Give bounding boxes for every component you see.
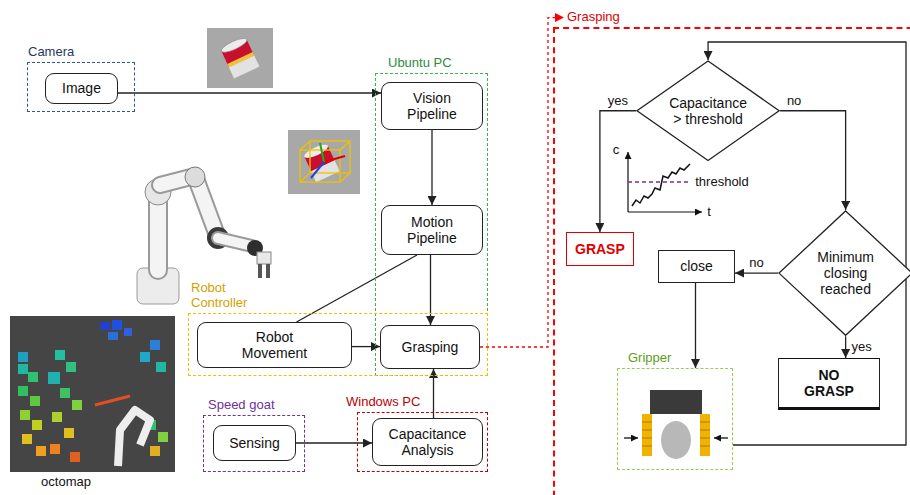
camera-frame: CameraImage bbox=[27, 62, 135, 112]
group-label: Robot Controller bbox=[191, 281, 257, 311]
sensor-frame: Speed goatSensing bbox=[203, 415, 305, 472]
node-text: Capacitance > threshold bbox=[666, 95, 750, 127]
text-holder: GRASP bbox=[575, 241, 625, 257]
group-label: Grasping bbox=[567, 10, 620, 25]
pose-estimate-photo bbox=[288, 130, 360, 194]
flow-arrow bbox=[600, 111, 636, 232]
edge-label-holder: no bbox=[785, 93, 803, 108]
capacitance-chart bbox=[628, 152, 702, 212]
node-text: Sensing bbox=[229, 435, 280, 451]
flow-arrow bbox=[433, 369, 434, 418]
process-box: Robot Movement bbox=[197, 322, 352, 368]
picture-caption: octomap bbox=[41, 475, 91, 490]
process-box: Vision Pipeline bbox=[381, 82, 483, 130]
result-box: GRASP bbox=[566, 232, 634, 266]
flow-arrow bbox=[118, 92, 381, 93]
group-label-holder: Gripper bbox=[628, 351, 671, 366]
group-label-holder: Grasping bbox=[567, 10, 620, 25]
text-holder: Image bbox=[62, 80, 101, 96]
branch-label: no bbox=[785, 93, 803, 108]
group-label-holder: Robot Controller bbox=[191, 281, 257, 311]
text-holder: Capacitance > threshold bbox=[666, 95, 750, 127]
label-holder: c bbox=[613, 143, 620, 158]
axis-label: c bbox=[613, 143, 620, 158]
group-label: Speed goat bbox=[208, 398, 275, 413]
group-label-holder: Ubuntu PC bbox=[388, 56, 452, 71]
process-box: Sensing bbox=[213, 425, 296, 461]
threshold-label: threshold bbox=[695, 175, 748, 190]
label-holder: octomap bbox=[41, 475, 91, 490]
flow-arrow bbox=[695, 283, 696, 368]
process-box: Motion Pipeline bbox=[381, 205, 483, 255]
edge-label-holder: yes bbox=[606, 93, 630, 108]
branch-label: yes bbox=[850, 340, 874, 355]
text-holder: Capacitance Analysis bbox=[382, 426, 474, 458]
flow-arrow bbox=[296, 442, 372, 443]
process-box: Capacitance Analysis bbox=[372, 418, 483, 466]
result-box: NO GRASP bbox=[778, 358, 880, 410]
node-text: Robot Movement bbox=[235, 329, 315, 361]
branch-label: no bbox=[747, 256, 765, 271]
group-label: Camera bbox=[28, 45, 74, 60]
dashed-arrow bbox=[480, 18, 564, 347]
text-holder: Motion Pipeline bbox=[390, 214, 474, 246]
decision-diamond: Capacitance > threshold bbox=[636, 60, 780, 161]
octomap-picture bbox=[10, 316, 175, 472]
group-label: Windows PC bbox=[346, 395, 420, 410]
label-holder: threshold bbox=[695, 175, 748, 190]
flow-arrow bbox=[431, 130, 432, 205]
label-holder: t bbox=[707, 205, 711, 220]
text-holder: close bbox=[680, 258, 713, 274]
node-text: Vision Pipeline bbox=[390, 90, 474, 122]
node-text: Image bbox=[62, 80, 101, 96]
flow-arrow bbox=[430, 255, 431, 325]
text-holder: Grasping bbox=[402, 339, 459, 355]
axis-label: t bbox=[707, 205, 711, 220]
node-text: GRASP bbox=[575, 241, 625, 257]
text-holder: NO GRASP bbox=[799, 367, 859, 399]
pc-frame: Ubuntu PCVision PipelineMotion PipelineG… bbox=[375, 73, 488, 376]
text-holder: Minimum closing reached bbox=[811, 249, 881, 297]
node-text: NO GRASP bbox=[799, 367, 859, 399]
flow-arrow bbox=[297, 255, 418, 322]
flow-arrow bbox=[735, 272, 778, 273]
process-box: Grasping bbox=[380, 325, 480, 369]
node-text: close bbox=[680, 258, 713, 274]
group-label-holder: Camera bbox=[28, 45, 74, 60]
gripper-picture bbox=[624, 390, 728, 459]
group-label-holder: Windows PC bbox=[346, 395, 420, 410]
group-label: Ubuntu PC bbox=[388, 56, 452, 71]
action-box: close bbox=[658, 250, 735, 283]
flow-arrow bbox=[780, 111, 846, 210]
process-box: Image bbox=[45, 73, 118, 104]
edge-label-holder: no bbox=[747, 256, 765, 271]
branch-label: yes bbox=[606, 93, 630, 108]
text-holder: Robot Movement bbox=[235, 329, 315, 361]
text-holder: Sensing bbox=[229, 435, 280, 451]
group-label: Gripper bbox=[628, 351, 671, 366]
decision-diamond: Minimum closing reached bbox=[778, 210, 910, 336]
node-text: Minimum closing reached bbox=[811, 249, 881, 297]
flow-arrow bbox=[845, 336, 846, 358]
node-text: Motion Pipeline bbox=[390, 214, 474, 246]
gripper-frame: Gripper bbox=[617, 368, 733, 470]
edge-label-holder: yes bbox=[850, 340, 874, 355]
can-photo bbox=[207, 28, 273, 88]
text-holder: Vision Pipeline bbox=[390, 90, 474, 122]
pc-frame: Windows PCCapacitance Analysis bbox=[357, 412, 488, 472]
group-label-holder: Speed goat bbox=[208, 398, 275, 413]
node-text: Grasping bbox=[402, 339, 459, 355]
node-text: Capacitance Analysis bbox=[382, 426, 474, 458]
